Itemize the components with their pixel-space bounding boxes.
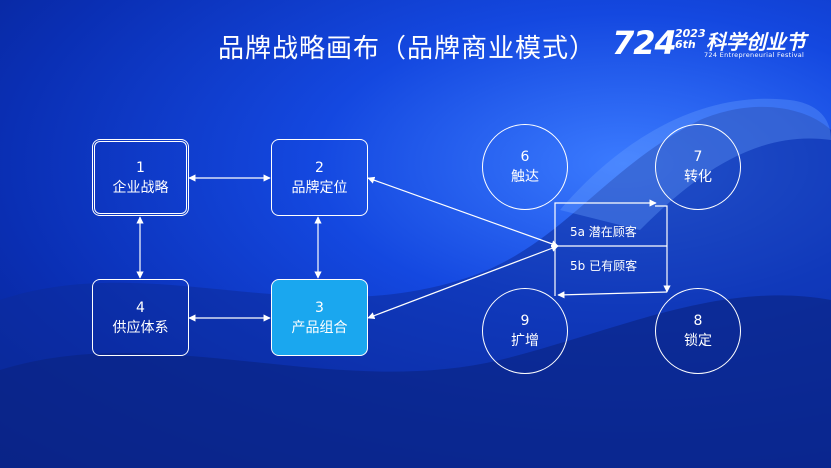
circle-number: 7 xyxy=(693,149,703,165)
node-label: 供应体系 xyxy=(112,319,169,336)
node-corporate-strategy: 1 企业战略 xyxy=(92,139,189,216)
node-label: 企业战略 xyxy=(112,179,169,196)
circle-lock-in: 8 锁定 xyxy=(655,288,741,374)
node-number: 1 xyxy=(136,159,145,176)
circle-expansion: 9 扩增 xyxy=(482,288,568,374)
circle-label: 转化 xyxy=(684,169,712,185)
logo-number: 724 xyxy=(612,24,677,62)
circle-label: 扩增 xyxy=(511,333,539,349)
node-number: 2 xyxy=(315,159,324,176)
circle-number: 8 xyxy=(693,313,703,329)
node-label: 产品组合 xyxy=(291,319,348,336)
circle-label: 锁定 xyxy=(684,333,712,349)
circle-number: 9 xyxy=(520,313,530,329)
node-label: 品牌定位 xyxy=(291,179,348,196)
label-potential-customers: 5a 潜在顾客 xyxy=(570,225,637,239)
circle-reach: 6 触达 xyxy=(482,124,568,210)
logo-subtitle: 724 Entrepreneurial Festival xyxy=(704,51,805,59)
node-product-portfolio: 3 产品组合 xyxy=(271,279,368,356)
logo-festival: 科学创业节 xyxy=(706,30,806,54)
label-existing-customers: 5b 已有顾客 xyxy=(570,259,638,273)
circle-conversion: 7 转化 xyxy=(655,124,741,210)
page-title: 品牌战略画布（品牌商业模式） xyxy=(218,34,597,64)
node-number: 3 xyxy=(315,299,324,316)
circle-number: 6 xyxy=(520,149,530,165)
circle-label: 触达 xyxy=(511,169,539,185)
node-supply-system: 4 供应体系 xyxy=(92,279,189,356)
node-brand-positioning: 2 品牌定位 xyxy=(271,139,368,216)
node-number: 4 xyxy=(136,299,145,316)
